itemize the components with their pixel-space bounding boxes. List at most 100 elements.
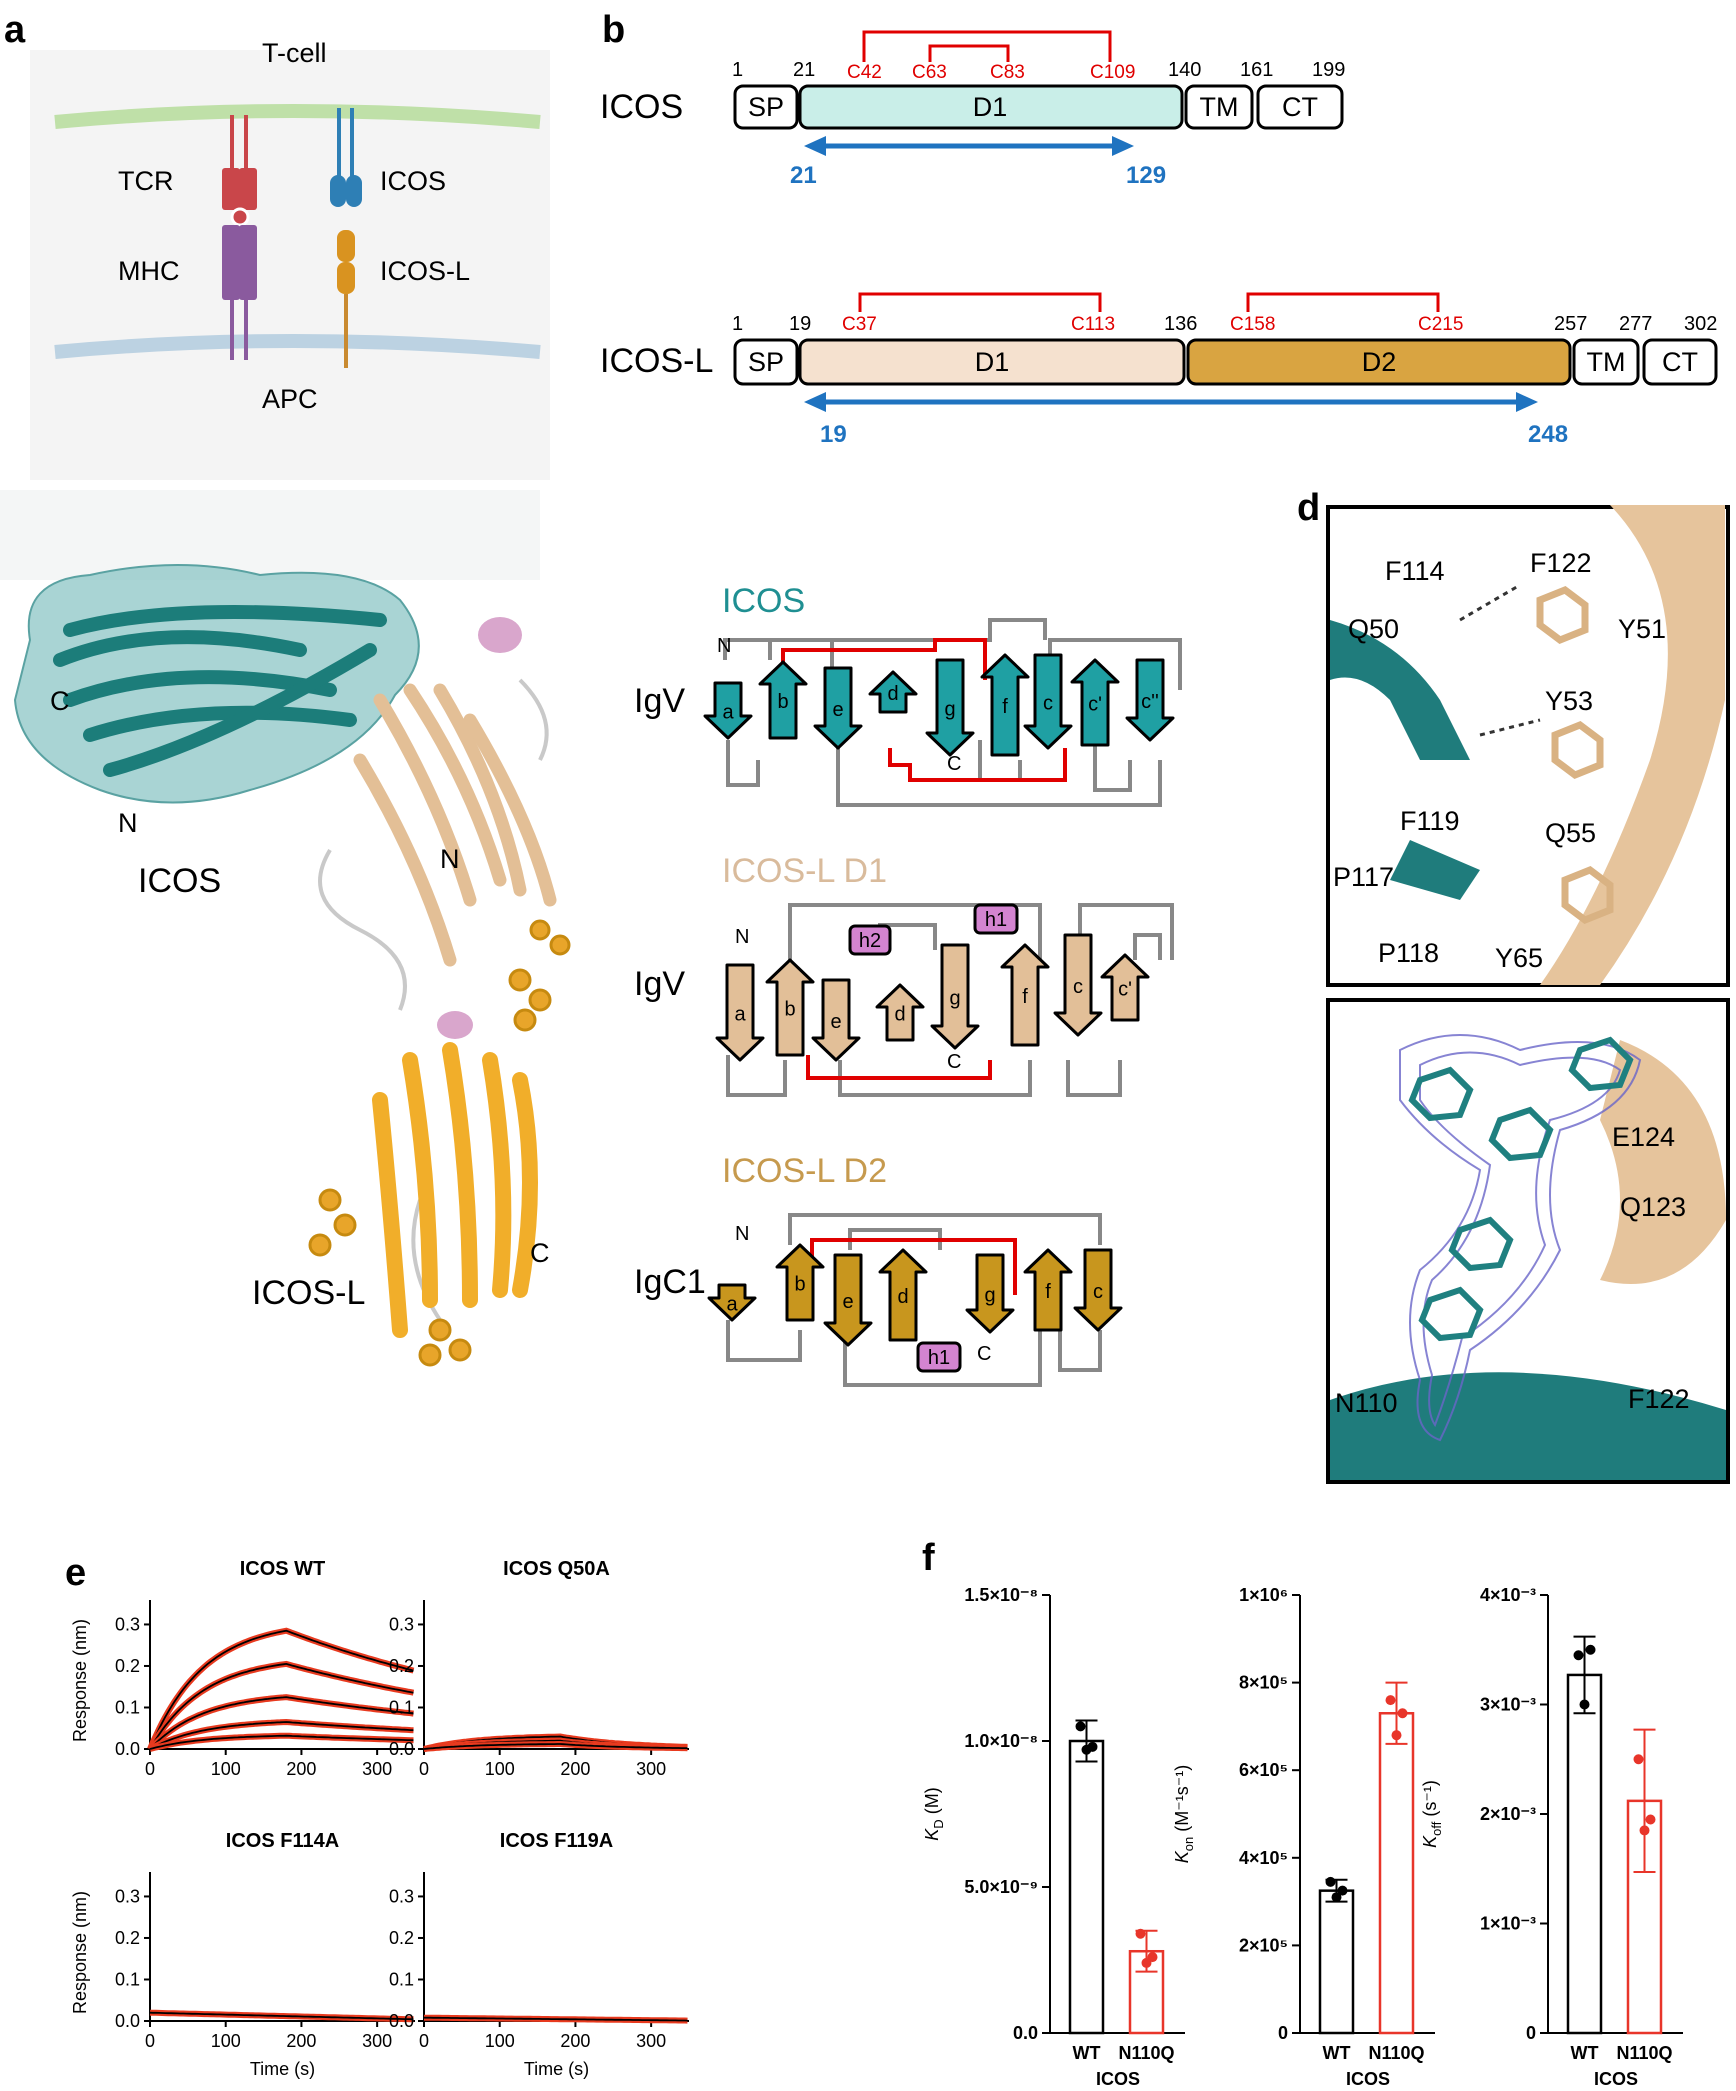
x-tick-label: WT <box>1073 2043 1101 2063</box>
y-tick-label: 0.1 <box>115 1969 140 1989</box>
tcr-domain <box>239 168 257 210</box>
strands: abedgfcc' <box>717 935 1148 1060</box>
residue-label: Q50 <box>1348 614 1399 644</box>
x-tick-label: 100 <box>211 1759 241 1779</box>
strand-label: e <box>842 1291 853 1313</box>
y-tick-label: 1×10⁻³ <box>1480 1914 1536 1934</box>
disulfide-bond <box>860 294 1100 312</box>
plot-title: ICOS F114A <box>226 1830 339 1852</box>
position-label: 277 <box>1619 313 1652 335</box>
icos-disulfides <box>864 32 1110 62</box>
y-tick-label: 0.2 <box>389 1656 414 1676</box>
data-point <box>1574 1650 1584 1660</box>
position-label: 1 <box>732 59 743 81</box>
cys-label: C42 <box>847 62 882 83</box>
strand-label: c'' <box>1141 691 1159 713</box>
data-point <box>1136 1929 1146 1939</box>
y-axis-title-sub: off <box>1429 1821 1444 1836</box>
y-tick-label: 6×10⁵ <box>1239 1760 1288 1780</box>
icos-c-terminus: C <box>50 686 70 716</box>
helix <box>437 1011 473 1039</box>
y-tick-label: 0.0 <box>1013 2023 1038 2043</box>
icosl-disulfides <box>860 294 1438 312</box>
data-point <box>1640 1825 1650 1835</box>
helix <box>478 617 522 653</box>
x-tick-label: 100 <box>485 1759 515 1779</box>
disulfide-bond <box>1248 294 1438 312</box>
mhc-label: MHC <box>118 256 180 286</box>
domain-label: D2 <box>1362 347 1397 377</box>
c-terminus: C <box>947 1051 961 1073</box>
sensorgram-plot: ICOS Q50A0.00.10.20.30100200300 <box>389 1558 689 1779</box>
y-tick-label: 0.0 <box>115 2011 140 2031</box>
y-axis-title-unit: (M⁻¹s⁻¹) <box>1172 1765 1192 1837</box>
structure-background <box>0 490 540 580</box>
cys-label: C215 <box>1418 314 1463 335</box>
tcr-domain <box>222 168 240 210</box>
residue-label: Q55 <box>1545 818 1596 848</box>
icosl-domain <box>337 262 355 294</box>
domain-label: D1 <box>975 347 1010 377</box>
x-tick-label: 200 <box>560 2031 590 2051</box>
y-tick-label: 0.1 <box>389 1697 414 1717</box>
fold-label: IgV <box>634 682 685 720</box>
panel-label-a: a <box>4 9 26 51</box>
icosl-structure-label: ICOS-L <box>252 1274 365 1312</box>
y-tick-label: 0.0 <box>115 1739 140 1759</box>
cys-label: C113 <box>1071 314 1115 335</box>
x-tick-label: 0 <box>145 1759 155 1779</box>
c-terminus: C <box>977 1343 991 1365</box>
y-axis-title-unit: (s⁻¹) <box>1420 1780 1440 1821</box>
residue-label: Y65 <box>1495 943 1543 973</box>
strand-label: f <box>1002 696 1008 718</box>
x-tick-label: 200 <box>286 2031 316 2051</box>
x-tick-label: 300 <box>362 1759 392 1779</box>
peptide <box>232 209 248 225</box>
strand-label: b <box>794 1274 805 1296</box>
icosl-n-terminus: N <box>440 844 460 874</box>
domain-label: TM <box>1587 347 1626 377</box>
data-point <box>1398 1708 1408 1718</box>
panel-d-bottom: E124 Q123 N110 F122 <box>1328 1000 1728 1482</box>
position-label: 140 <box>1168 59 1201 81</box>
cys-label: C37 <box>842 314 877 335</box>
y-tick-label: 0.3 <box>115 1614 140 1634</box>
y-tick-label: 0 <box>1526 2023 1536 2043</box>
y-tick-label: 3×10⁻³ <box>1480 1695 1536 1715</box>
x-tick-label: N110Q <box>1368 2043 1424 2063</box>
icos-domain <box>346 175 362 207</box>
range-end: 129 <box>1126 162 1166 189</box>
x-axis-title: ICOS <box>1594 2069 1638 2089</box>
y-axis-title: Kon (M⁻¹s⁻¹) <box>1172 1765 1196 1863</box>
residue-label: P118 <box>1378 938 1439 968</box>
cys-label: C63 <box>912 62 947 83</box>
bar <box>1380 1713 1413 2033</box>
residue-label: P117 <box>1333 862 1394 892</box>
helix-label: h1 <box>928 1347 950 1369</box>
strand-label: g <box>984 1285 995 1307</box>
residue-label: F122 <box>1530 548 1592 578</box>
icos-n-terminus: N <box>118 808 138 838</box>
topology-title-icosl-d1: ICOS-L D1 <box>722 852 887 890</box>
y-axis-title: Response (nm) <box>70 1891 90 2014</box>
residue-label: E124 <box>1612 1122 1675 1152</box>
strand-label: d <box>897 1286 908 1308</box>
y-tick-label: 4×10⁻³ <box>1480 1585 1536 1605</box>
strand-label: g <box>944 699 955 721</box>
y-tick-label: 0.3 <box>115 1886 140 1906</box>
y-tick-label: 8×10⁵ <box>1239 1673 1288 1693</box>
data-point <box>1634 1754 1644 1764</box>
icos-domain <box>330 175 346 207</box>
x-tick-label: WT <box>1571 2043 1599 2063</box>
y-tick-label: 0.1 <box>115 1697 140 1717</box>
x-tick-label: 300 <box>636 1759 666 1779</box>
n-terminus: N <box>735 926 749 948</box>
range-start: 19 <box>820 421 847 448</box>
y-tick-label: 0.1 <box>389 1969 414 1989</box>
panel-e-sensorgrams: ICOS WT0.00.10.20.30100200300Response (n… <box>70 1558 689 2079</box>
data-point <box>1580 1700 1590 1710</box>
x-tick-label: 100 <box>485 2031 515 2051</box>
